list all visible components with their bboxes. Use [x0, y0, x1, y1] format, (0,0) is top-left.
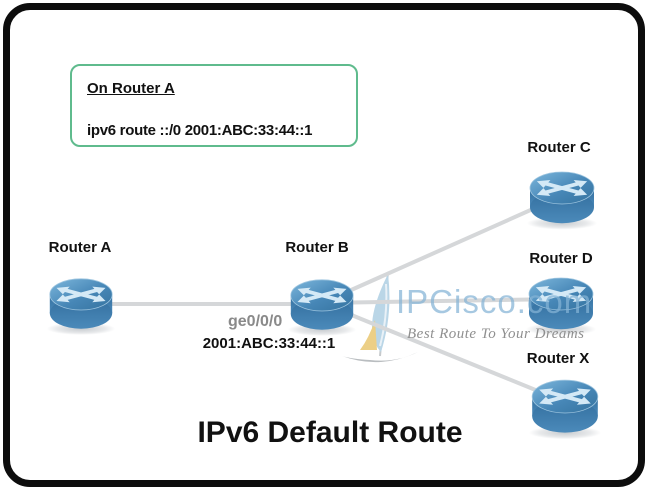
router-c-label: Router C: [527, 139, 591, 156]
router-d-label: Router D: [529, 250, 593, 267]
router-b-label: Router B: [285, 239, 349, 256]
interface-label: ge0/0/0: [228, 313, 283, 330]
sailboat-logo-icon: [342, 271, 418, 363]
command-box: On Router A ipv6 route ::/0 2001:ABC:33:…: [70, 64, 358, 147]
watermark-tagline: Best Route To Your Dreams: [407, 326, 585, 342]
router-x-icon: [524, 372, 606, 441]
link-b-c: [320, 194, 564, 305]
router-x-label: Router X: [526, 350, 590, 367]
router-b-icon: [283, 272, 361, 338]
diagram-title: IPv6 Default Route: [197, 416, 463, 449]
link-b-d: [320, 297, 563, 305]
next-hop-address-label: 2001:ABC:33:44::1: [202, 335, 336, 352]
command-box-command: ipv6 route ::/0 2001:ABC:33:44::1: [87, 122, 313, 139]
router-a-label: Router A: [48, 239, 112, 256]
router-a-icon: [42, 271, 120, 337]
router-c-icon: [522, 164, 602, 231]
link-b-x: [320, 301, 567, 404]
watermark-brand: IPCisco.com: [396, 283, 593, 320]
command-box-heading: On Router A: [87, 80, 175, 97]
